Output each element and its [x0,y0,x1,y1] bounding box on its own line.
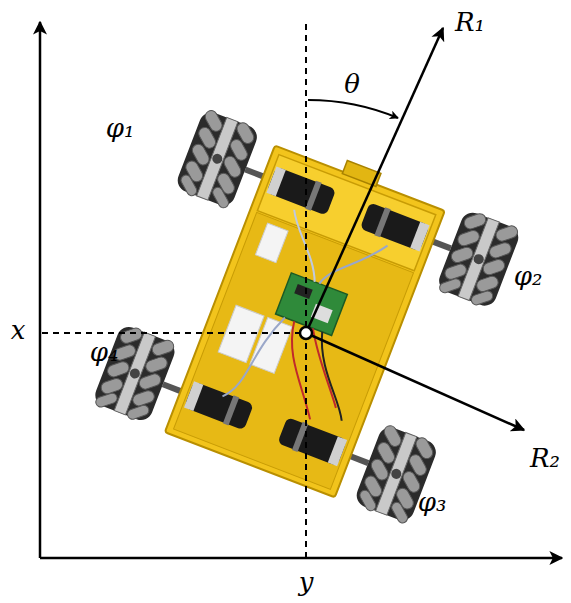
angle-label: θ [344,71,360,97]
r1-axis [306,28,443,333]
axis-label: x [11,317,26,343]
chip [294,284,313,299]
mecanum-wheel [434,206,523,313]
motor [184,380,255,431]
mecanum-wheel [90,320,179,427]
axis-label: R₁ [455,9,485,35]
wheel-label: φ₃ [418,489,447,515]
bumper [342,161,381,187]
foam-block [255,223,288,263]
motor [277,416,348,467]
guide-line [305,24,307,562]
wheel-label: φ₄ [90,339,119,365]
motor [359,201,430,252]
angle-arc [308,100,398,118]
axis-label: R₂ [530,445,560,471]
r2-axis [306,333,524,430]
x-axis [39,22,42,558]
center-point [300,327,312,339]
motor [266,166,337,217]
guide-line [42,332,306,334]
mecanum-wheel [173,105,262,212]
wires [222,210,406,440]
axis-label: y [299,569,314,595]
wheel-label: φ₂ [514,263,543,289]
foam-block [250,317,292,373]
wheel-label: φ₁ [106,115,135,141]
y-axis [40,557,562,560]
